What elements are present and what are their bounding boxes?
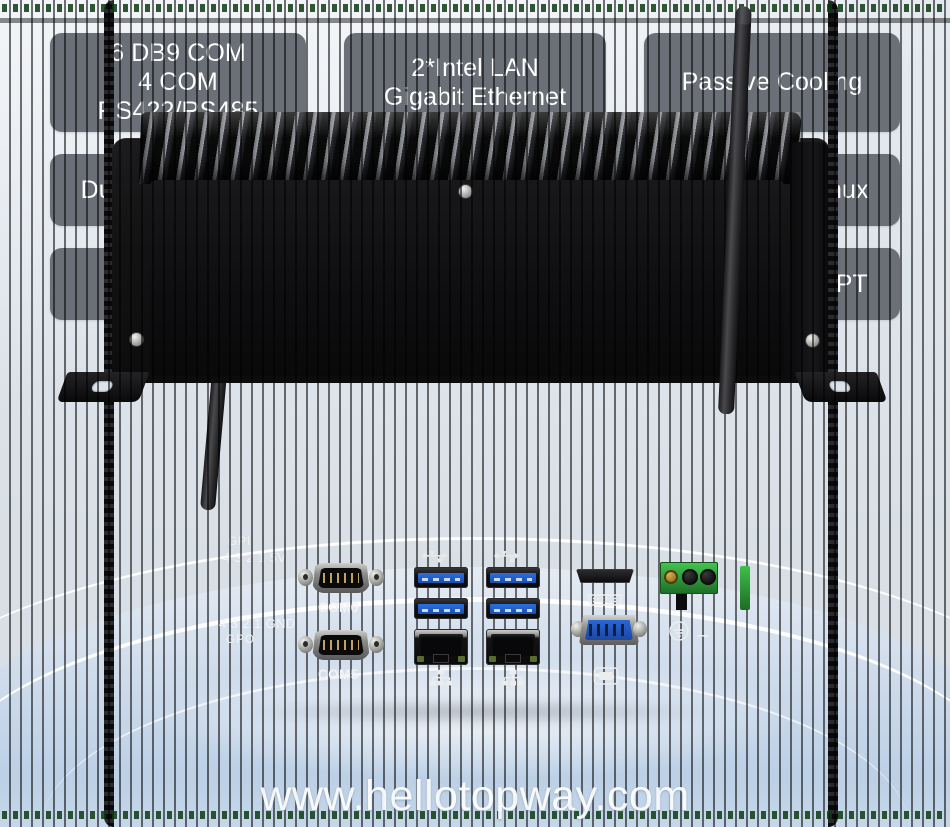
power-terminal-pin-1	[682, 569, 698, 585]
usb-port-1	[414, 567, 468, 588]
usb-icon	[492, 549, 522, 563]
usb-icon	[420, 549, 450, 563]
gpo-pin-labels: 4 3 2 1 GND	[219, 616, 296, 631]
network-icon	[429, 669, 453, 687]
power-terminal-pin-2	[700, 569, 716, 585]
hdmi-icon	[585, 592, 625, 608]
com5-jackscrew-right	[369, 636, 384, 653]
lan-port-2-led-left	[489, 656, 496, 662]
power-terminal-side	[740, 566, 750, 610]
power-terminal-shroud	[676, 594, 687, 610]
network-icon	[501, 669, 525, 687]
com6-jackscrew-left	[298, 569, 313, 586]
usb-port-4	[486, 598, 540, 619]
vga-port	[571, 615, 647, 645]
power-terminal-screw	[664, 570, 678, 584]
com5-pins	[323, 640, 359, 650]
serial-port-com6	[298, 563, 384, 593]
usb-port-2	[414, 598, 468, 619]
monitor-icon	[593, 666, 619, 686]
site-watermark: www.hellotopway.com	[260, 772, 690, 820]
lan-port-1-led-right	[458, 656, 465, 662]
lan-port-1	[414, 629, 468, 665]
vga-jackscrew-right	[633, 621, 647, 637]
gpo-label: GPO	[226, 634, 256, 646]
com6-pins	[323, 573, 359, 583]
usb-port-3	[486, 567, 540, 588]
usb-port-4-insert	[490, 604, 536, 614]
gpio-terminal-holes-bottom	[2, 811, 948, 819]
usb-port-1-insert	[418, 573, 464, 583]
lan-port-2-cavity	[491, 634, 535, 656]
lan-port-1-led-left	[417, 656, 424, 662]
hdmi-port	[576, 569, 634, 583]
ground-icon	[668, 620, 690, 642]
gpio-terminal-holes-top	[2, 4, 948, 12]
com5-label: COM5	[318, 667, 359, 682]
usb-port-2-insert	[418, 604, 464, 614]
com6-label: COM6	[318, 600, 359, 615]
lan-port-2-tab	[505, 654, 521, 663]
usb-port-3-insert	[490, 573, 536, 583]
vga-pin-holes	[589, 624, 629, 636]
ground-polarity-mark: –	[697, 624, 709, 646]
lan-port-2	[486, 629, 540, 665]
power-terminal-block	[660, 562, 718, 594]
gpio-terminal-band	[0, 18, 950, 23]
lan-port-2-led-right	[530, 656, 537, 662]
lan-port-1-cavity	[419, 634, 463, 656]
serial-port-com5	[298, 630, 384, 660]
com5-jackscrew-left	[298, 636, 313, 653]
lan-port-1-tab	[433, 654, 449, 663]
com6-jackscrew-right	[369, 569, 384, 586]
